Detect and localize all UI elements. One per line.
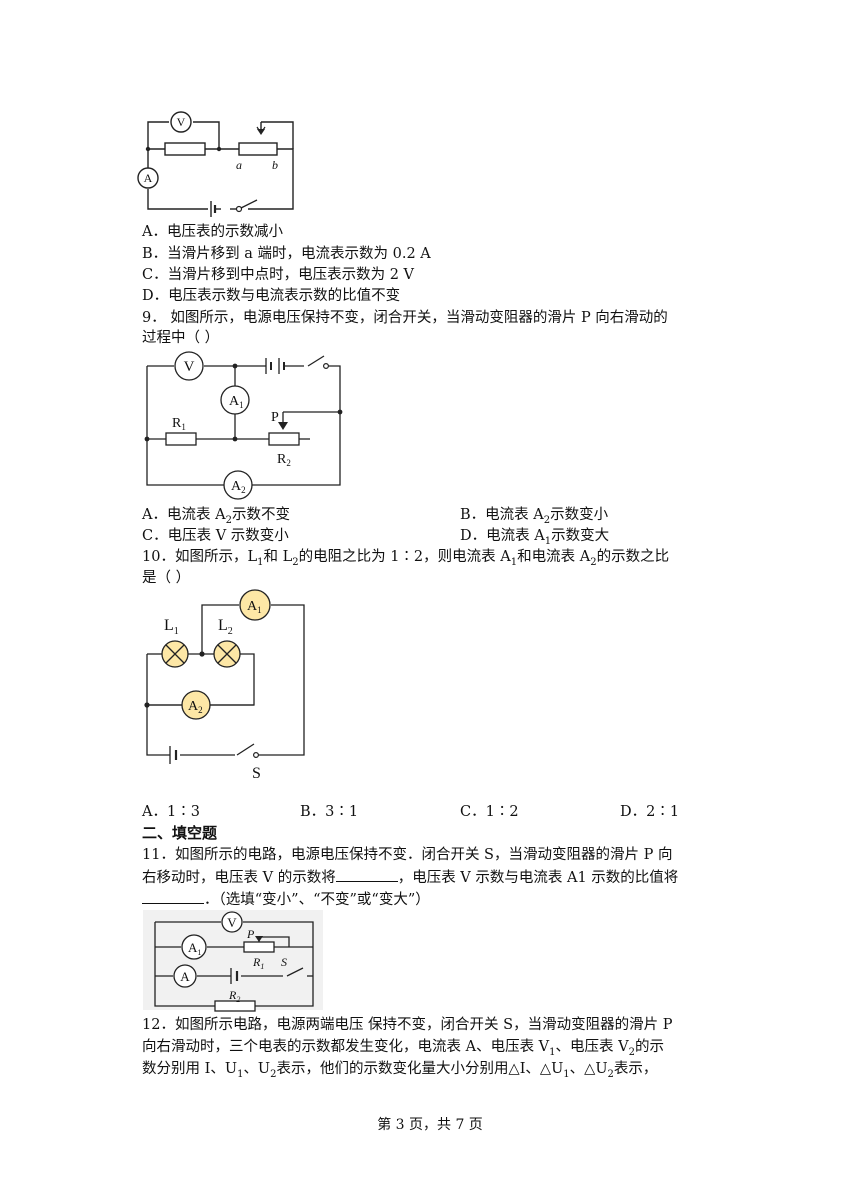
q11-slider-label: P xyxy=(246,927,255,941)
q8-option-a: A．电压表的示数减小 xyxy=(142,224,283,240)
q9-option-c: C．电压表 V 示数变小 xyxy=(142,528,289,544)
q11-r2-label: R2 xyxy=(228,988,240,1004)
q11-voltmeter-label: V xyxy=(227,915,237,930)
q8-ammeter-label: A xyxy=(144,171,153,185)
q8-option-b: B．当滑片移到 a 端时，电流表示数为 0.2 A xyxy=(142,246,431,262)
q9-r2-label: R2 xyxy=(277,452,291,468)
q10-question-line1: 10．如图所示，L1和 L2的电阻之比为 1∶2，则电流表 A1和电流表 A2的… xyxy=(142,549,670,568)
q10-option-c: C．1∶2 xyxy=(460,804,519,820)
q11-blank-2 xyxy=(142,889,204,904)
q10-a2-label: A2 xyxy=(188,699,203,715)
q12-question-line1: 12．如图所示电路，电源两端电压 保持不变，闭合开关 S，当滑动变阻器的滑片 P xyxy=(142,1017,673,1033)
q9-circuit-diagram: V A1 A2 R1 R2 P xyxy=(144,351,343,500)
q10-option-a: A．1∶3 xyxy=(142,804,200,820)
q9-ammeter2-label: A2 xyxy=(231,479,246,495)
q10-a1-label: A1 xyxy=(247,599,262,615)
q11-circuit-diagram: V A1 A P R1 S R2 xyxy=(143,910,323,1012)
q10-circuit-diagram: L1 L2 A1 A2 S xyxy=(144,589,305,782)
q9-question-line1: 9． 如图所示，电源电压保持不变，闭合开关，当滑动变阻器的滑片 P 向右滑动的 xyxy=(142,310,668,326)
q8-end-a-label: a xyxy=(236,158,242,172)
q10-option-d: D．2∶1 xyxy=(620,804,680,820)
q11-question-line3: ．（选填“变小”、“不变”或“变大”） xyxy=(142,889,430,910)
q8-end-b-label: b xyxy=(272,158,278,172)
q11-question-line1: 11．如图所示的电路，电源电压保持不变．闭合开关 S，当滑动变阻器的滑片 P 向 xyxy=(142,847,673,863)
q11-switch-label: S xyxy=(281,955,287,969)
q8-circuit-diagram: V A a b xyxy=(137,111,294,217)
q10-l1-label: L1 xyxy=(164,617,179,637)
q10-option-b: B．3∶1 xyxy=(300,804,359,820)
q9-slider-label: P xyxy=(271,410,279,425)
q8-option-c: C．当滑片移到中点时，电压表示数为 2 V xyxy=(142,267,415,283)
q12-question-line2: 向右滑动时，三个电表的示数都发生变化，电流表 A、电压表 V1、电压表 V2的示 xyxy=(142,1039,665,1058)
q9-question-line2: 过程中（ ） xyxy=(142,330,220,346)
section-title: 二、填空题 xyxy=(142,824,218,842)
q10-switch-label: S xyxy=(252,765,261,782)
q11-r1-label: R1 xyxy=(252,955,264,971)
q8-option-d: D．电压表示数与电流表示数的比值不变 xyxy=(142,288,401,304)
q9-voltmeter-label: V xyxy=(184,359,195,375)
q9-r1-label: R1 xyxy=(172,416,186,432)
q11-blank-1 xyxy=(335,867,398,882)
q11-a-label: A xyxy=(180,969,190,984)
q10-question-line2: 是（ ） xyxy=(142,570,191,586)
q10-l2-label: L2 xyxy=(218,617,233,637)
q9-option-d: D．电流表 A1示数变大 xyxy=(460,528,610,547)
q9-option-b: B．电流表 A2示数变小 xyxy=(460,507,609,526)
q11-a1-label: A1 xyxy=(188,940,201,957)
q8-voltmeter-label: V xyxy=(177,115,186,129)
q12-question-line3: 数分别用 I、U1、U2表示，他们的示数变化量大小分别用△I、△U1、△U2表示… xyxy=(142,1061,658,1080)
page-footer: 第 3 页，共 7 页 xyxy=(377,1117,483,1133)
q11-question-line2: 右移动时，电压表 V 的示数将，电压表 V 示数与电流表 A1 示数的比值将 xyxy=(142,867,678,888)
q9-ammeter1-label: A1 xyxy=(229,394,244,410)
q9-option-a: A．电流表 A2示数不变 xyxy=(142,507,290,526)
